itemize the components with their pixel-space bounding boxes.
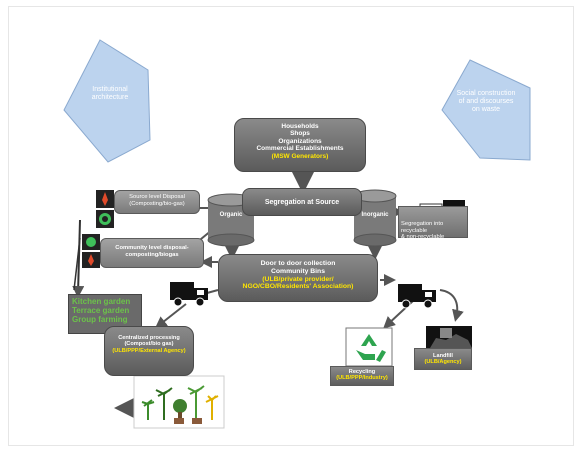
diagram-frame bbox=[8, 6, 574, 446]
generator-line-4: Commercial Establishments bbox=[256, 145, 344, 153]
line-source-to-gardens bbox=[72, 219, 85, 298]
landfill-box: Landfill (ULB/Agency) bbox=[414, 348, 472, 370]
arrow-truck-to-landfill bbox=[439, 289, 464, 322]
recycling-tag: (ULB/PPP/Industry) bbox=[336, 375, 388, 382]
pentagon-left-line2: architecture bbox=[91, 94, 129, 102]
segregation-recyclable-box: Segregation into recyclable & non-recycl… bbox=[398, 206, 468, 241]
segregation-at-source-box: Segregation at Source bbox=[242, 188, 362, 216]
community-disposal-line2: composting/biogas bbox=[125, 251, 179, 258]
community-disposal-line1: Community level disposal- bbox=[115, 245, 189, 251]
biogas-recycle-icon bbox=[96, 210, 114, 228]
community-flame-icon bbox=[82, 252, 100, 268]
generator-line-3: Organizations bbox=[278, 137, 322, 145]
pentagon-left-label: Institutional architecture bbox=[78, 86, 142, 102]
segregation-label: Segregation at Source bbox=[264, 199, 340, 206]
pentagon-left-line1: Institutional bbox=[92, 86, 128, 93]
pentagon-right-label: Social construction of and discourses on… bbox=[446, 90, 526, 114]
pentagon-right-line3: on waste bbox=[471, 106, 501, 114]
generator-line-2: Shops bbox=[290, 130, 310, 138]
truck-icon-left bbox=[170, 282, 208, 307]
compost-flame-icon bbox=[96, 190, 114, 208]
community-recycle-icon bbox=[82, 234, 100, 250]
centralized-tag: (ULB/PPP/External Agency) bbox=[112, 347, 186, 354]
source-disposal-line1: Source level Disposal bbox=[129, 194, 185, 200]
garden-item-kitchen: Kitchen garden bbox=[72, 297, 131, 306]
generators-tag: (MSW Generators) bbox=[271, 152, 329, 160]
collection-tag1: (ULB/private provider/ bbox=[262, 275, 334, 283]
door-to-door-collection-box: Door to door collection Community Bins (… bbox=[218, 254, 378, 302]
segregation-recyclable-line1: Segregation into recyclable bbox=[401, 221, 444, 234]
landfill-icon bbox=[426, 326, 472, 348]
garden-item-terrace: Terrace garden bbox=[72, 306, 130, 316]
msw-generators-box: Households Shops Organizations Commercia… bbox=[234, 118, 366, 172]
source-disposal-box: Source level Disposal (Composting/bio-ga… bbox=[114, 190, 200, 214]
centralized-line2: (Compost/bio gas) bbox=[124, 341, 174, 348]
collection-line2: Community Bins bbox=[270, 267, 325, 275]
centralized-processing-box: Centralized processing (Compost/bio gas)… bbox=[104, 326, 194, 376]
source-disposal-line2: (Composting/bio-gas) bbox=[129, 200, 185, 207]
pentagon-right-shape bbox=[441, 59, 531, 161]
pentagon-left-shape bbox=[63, 39, 151, 163]
pentagon-right-line2: of and discourses bbox=[458, 98, 514, 106]
centralized-line1: Centralized processing bbox=[118, 335, 180, 341]
recycling-line1: Recycling bbox=[348, 369, 376, 375]
segregation-recyclable-line2: & non-recyclable bbox=[401, 234, 445, 241]
plants-image bbox=[133, 375, 225, 429]
truck-icon-right bbox=[398, 284, 436, 309]
recycling-box: Recycling (ULB/PPP/Industry) bbox=[330, 366, 394, 386]
garden-item-group: Group farming bbox=[72, 315, 128, 325]
line-community-to-gardens bbox=[73, 237, 81, 291]
inorganic-label: Inorganic bbox=[361, 212, 389, 218]
landfill-tag: (ULB/Agency) bbox=[424, 359, 462, 366]
organic-label: Organic bbox=[219, 212, 243, 218]
arrow-truck-to-centralized bbox=[154, 303, 187, 329]
community-disposal-box: Community level disposal- composting/bio… bbox=[100, 238, 204, 268]
landfill-line1: Landfill bbox=[433, 353, 453, 359]
recycle-symbol-icon bbox=[345, 327, 393, 367]
collection-tag2: NGO/CBO/Residents' Association) bbox=[242, 283, 354, 291]
collection-line1: Door to door collection bbox=[260, 260, 336, 267]
pentagon-right-line1: Social construction bbox=[456, 90, 516, 97]
generator-line-1: Households bbox=[281, 123, 319, 130]
